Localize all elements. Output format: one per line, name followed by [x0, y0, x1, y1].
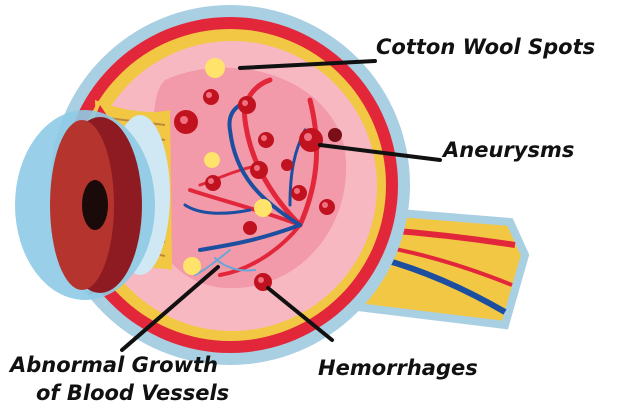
label-abnormal-growth-line1: Abnormal Growth [10, 352, 218, 378]
label-cotton-wool-spots: Cotton Wool Spots [376, 34, 595, 60]
label-abnormal-growth-line2: of Blood Vessels [36, 380, 229, 406]
label-aneurysms: Aneurysms [443, 137, 574, 163]
label-hemorrhages: Hemorrhages [318, 355, 478, 381]
pupil [82, 180, 108, 230]
